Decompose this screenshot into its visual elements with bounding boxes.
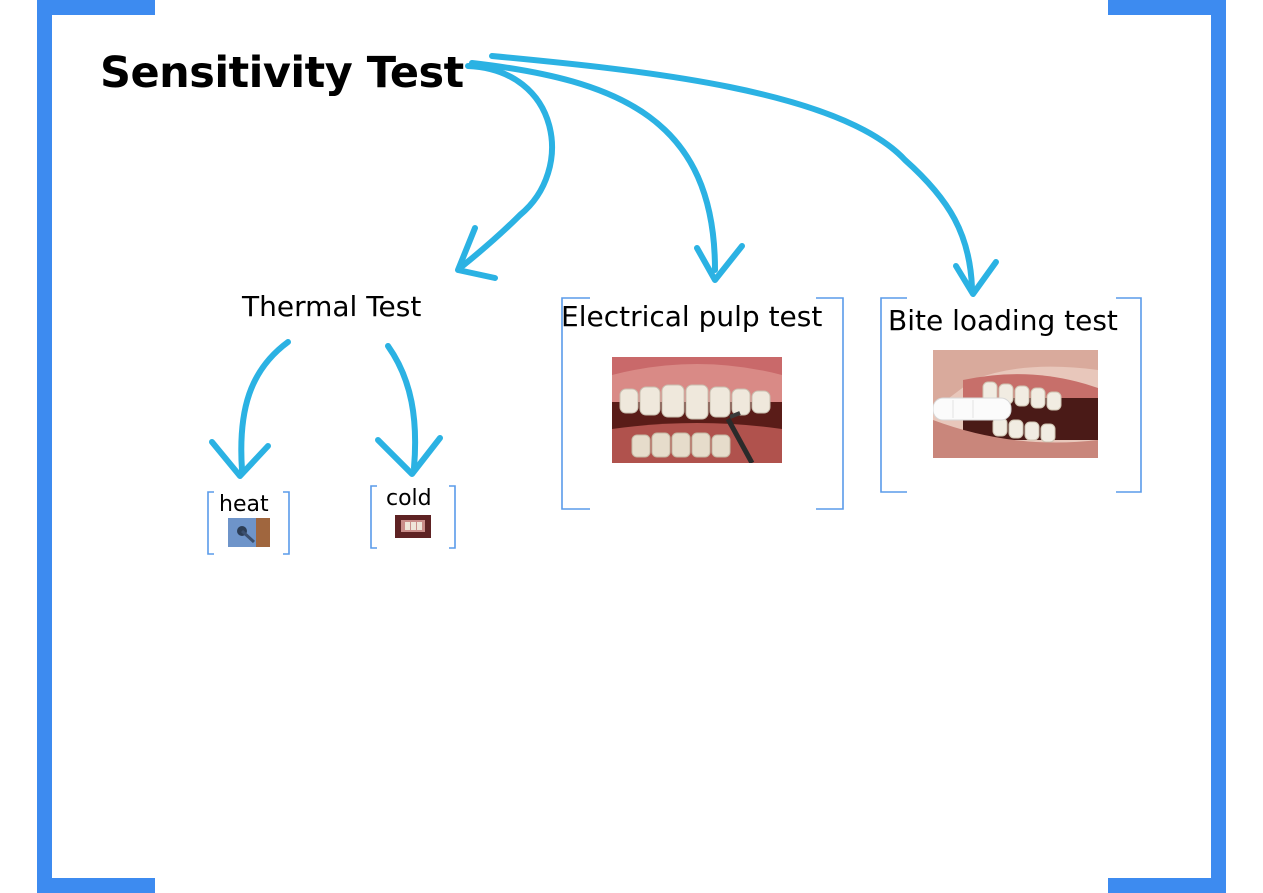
node-thermal-test: Thermal Test	[242, 290, 422, 323]
frame-corner-bottom-right	[1108, 878, 1226, 893]
electrical-pulp-test-photo	[612, 357, 782, 463]
frame-corner-bottom-left	[37, 878, 155, 893]
node-electrical-pulp-test: Electrical pulp test	[561, 300, 823, 333]
arrow-to-thermal-test	[457, 63, 555, 271]
bracket-electrical	[561, 297, 844, 510]
node-bite-loading-test: Bite loading test	[888, 304, 1118, 337]
bracket-cold	[370, 485, 456, 549]
frame-corner-top-left	[37, 0, 155, 15]
frame-corner-top-right	[1108, 0, 1226, 15]
cold-test-photo	[395, 515, 431, 538]
arrowhead-heat	[209, 439, 271, 479]
arrow-to-cold	[385, 343, 419, 471]
bracket-bite	[880, 297, 1142, 493]
frame-right-bar	[1211, 0, 1226, 893]
arrowhead-electrical-test	[694, 243, 745, 283]
heat-test-photo	[228, 518, 270, 547]
arrow-to-electrical-test	[469, 60, 718, 273]
node-heat: heat	[219, 492, 269, 517]
arrowhead-cold	[375, 435, 443, 477]
node-cold: cold	[386, 486, 432, 511]
bracket-heat	[207, 491, 290, 555]
bite-loading-test-photo	[933, 350, 1098, 458]
diagram-title: Sensitivity Test	[100, 48, 464, 98]
arrowhead-thermal-test	[455, 225, 498, 281]
arrow-to-bite-test	[489, 53, 975, 291]
frame-left-bar	[37, 0, 52, 893]
arrowhead-bite-test	[953, 259, 999, 297]
arrow-to-heat	[238, 339, 291, 473]
